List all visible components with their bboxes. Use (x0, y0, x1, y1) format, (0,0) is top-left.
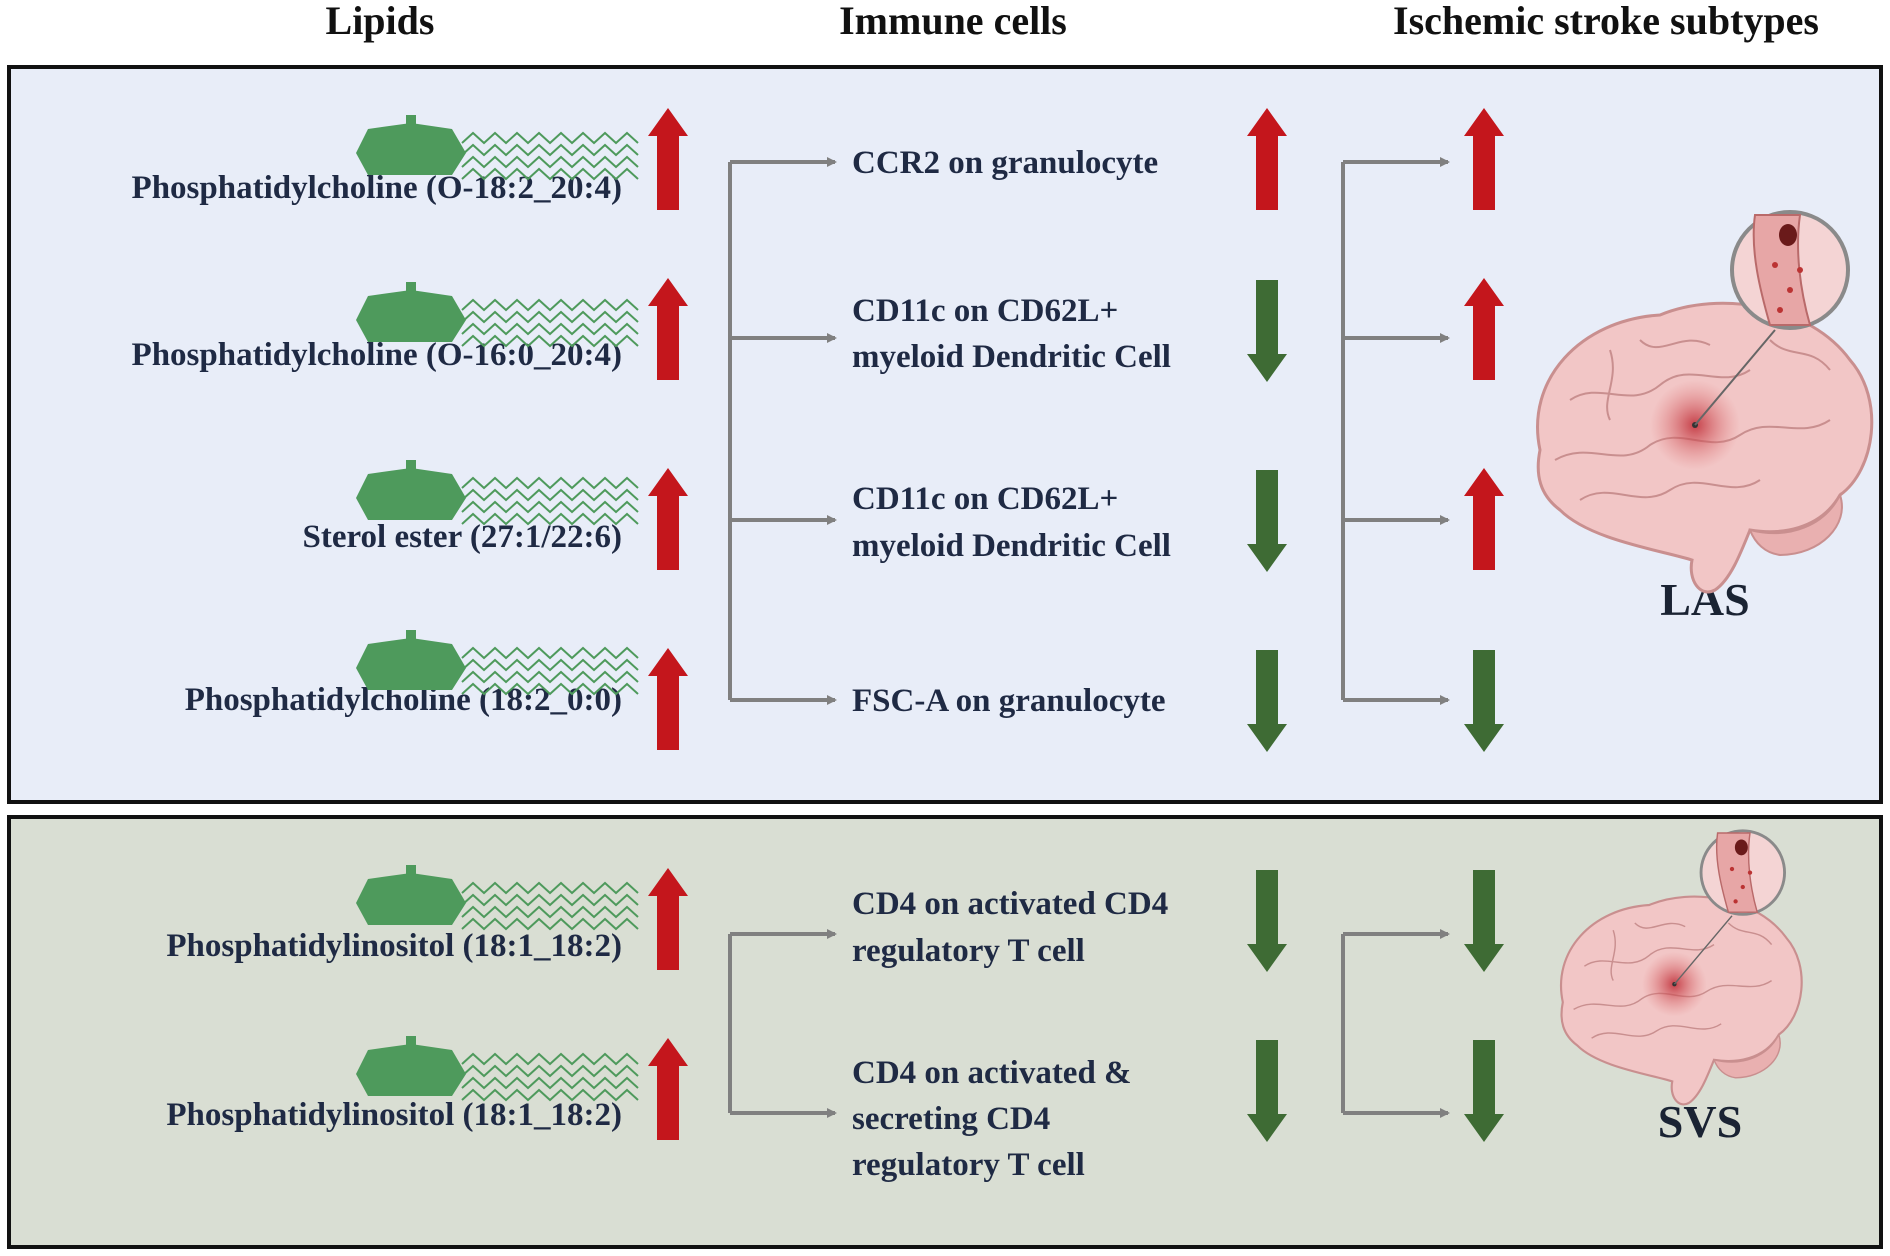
header-immune-cells: Immune cells (839, 0, 1067, 43)
subtype-label-svs: SVS (1658, 1096, 1742, 1147)
immune-cell-label: FSC-A on granulocyte (852, 683, 1166, 719)
stroke-down-arrow (1464, 650, 1504, 752)
lipid-up-arrow (648, 868, 688, 970)
lipid-molecule-icon (356, 115, 639, 181)
stroke-up-arrow (1464, 108, 1504, 210)
stroke-down-arrow (1464, 1040, 1504, 1142)
immune-cell-label: secreting CD4 (852, 1101, 1050, 1137)
diagram-content: Phosphatidylcholine (O-18:2_20:4) CCR2 on… (132, 108, 1874, 1183)
immune-cell-label: CD11c on CD62L+ (852, 293, 1118, 329)
lipid-label: Sterol ester (27:1/22:6) (302, 519, 622, 555)
panel-svs-content: Phosphatidylinositol (18:1_18:2) CD4 on a… (166, 886, 1742, 1183)
lipid-label: Phosphatidylcholine (O-16:0_20:4) (132, 337, 622, 373)
lipid-label: Phosphatidylinositol (18:1_18:2) (166, 928, 622, 964)
immune-cell-label: CD11c on CD62L+ (852, 481, 1118, 517)
lipid-up-arrow (648, 108, 688, 210)
immune-cell-label: CD4 on activated CD4 (852, 886, 1168, 922)
lipid-up-arrow (648, 278, 688, 380)
stroke-up-arrow (1464, 468, 1504, 570)
panel-las-content: Phosphatidylcholine (O-18:2_20:4) CCR2 on… (132, 145, 1750, 719)
stroke-down-arrow (1464, 870, 1504, 972)
lipid-up-arrow (648, 1038, 688, 1140)
immune-down-arrow (1247, 650, 1287, 752)
lipid-molecule-icon (356, 865, 639, 931)
lipid-up-arrow (648, 648, 688, 750)
immune-cell-label: CD4 on activated & (852, 1055, 1132, 1091)
immune-down-arrow (1247, 470, 1287, 572)
immune-cell-label: CCR2 on granulocyte (852, 145, 1158, 181)
lipid-molecule-icon (356, 1036, 639, 1102)
brain-with-vessel-icon (1536, 210, 1874, 594)
header-lipids: Lipids (326, 0, 435, 43)
lipid-label: Phosphatidylcholine (O-18:2_20:4) (132, 170, 622, 206)
brain-with-vessel-icon (1560, 829, 1803, 1106)
immune-cell-label: regulatory T cell (852, 933, 1085, 969)
immune-cell-label: regulatory T cell (852, 1147, 1085, 1183)
lipid-molecule-icon (356, 282, 639, 348)
stroke-up-arrow (1464, 278, 1504, 380)
lipid-molecule-icon (356, 630, 639, 696)
immune-down-arrow (1247, 1040, 1287, 1142)
lipid-label: Phosphatidylinositol (18:1_18:2) (166, 1097, 622, 1133)
immune-up-arrow (1247, 108, 1287, 210)
immune-down-arrow (1247, 870, 1287, 972)
lipid-up-arrow (648, 468, 688, 570)
immune-cell-label: myeloid Dendritic Cell (852, 339, 1171, 375)
immune-down-arrow (1247, 280, 1287, 382)
lipid-molecule-icon (356, 460, 639, 526)
header-stroke-subtypes: Ischemic stroke subtypes (1393, 0, 1819, 43)
immune-cell-label: myeloid Dendritic Cell (852, 528, 1171, 564)
